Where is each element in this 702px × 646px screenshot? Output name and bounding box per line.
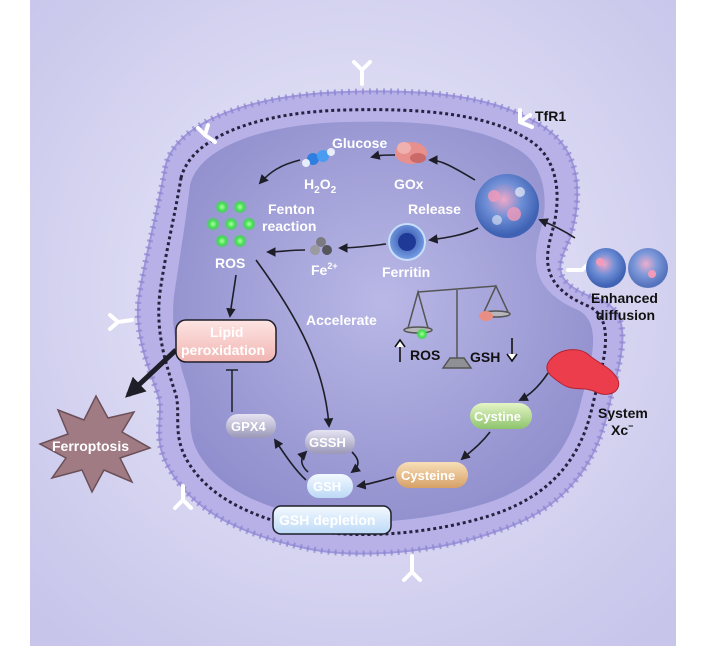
tfr1-label: TfR1: [535, 108, 566, 124]
ros-top-label: ROS: [215, 255, 245, 271]
arrow-gssh-to-gsh: [350, 451, 362, 474]
nanoparticle-icon: [475, 174, 539, 238]
arrow-ferritin-to-fe: [338, 243, 387, 253]
outside-nanoparticle-icon: [586, 248, 668, 288]
ros-cluster-icon: [206, 200, 256, 248]
accelerate-label: Accelerate: [306, 312, 377, 328]
pathway-arrows: [226, 150, 576, 490]
down-arrow-icon: [506, 338, 518, 363]
fe-sup: 2+: [327, 261, 337, 271]
system-label-line2: Xc−: [611, 421, 633, 438]
ferritin-icon: [388, 223, 426, 261]
enhanced-label-line2: diffusion: [596, 307, 655, 323]
gsh-balance-label: GSH: [470, 349, 500, 365]
cystine-pill: [470, 403, 532, 429]
lipid-label-line1: Lipid: [210, 324, 243, 340]
inhibition-line: [226, 369, 238, 412]
arrow-ros-accelerate: [255, 259, 334, 428]
arrow-h2o2-to-ros: [258, 159, 301, 185]
fenton-label-line2: reaction: [262, 218, 316, 234]
lipid-label-line2: peroxidation: [181, 342, 265, 358]
h2o2-sub1: 2: [314, 185, 320, 196]
arrow-gsh-to-gssh: [297, 450, 309, 473]
cystine-label: Cystine: [474, 409, 521, 424]
arrow-cysteine-to-gsh: [356, 476, 395, 490]
gox-label: GOx: [394, 176, 424, 192]
release-label: Release: [408, 201, 461, 217]
enhanced-label-line1: Enhanced: [591, 290, 658, 306]
gpx4-pill: [226, 414, 276, 438]
glucose-label: Glucose: [332, 135, 387, 151]
h2o2-mid: O: [320, 176, 331, 192]
lipid-peroxidation-box: [175, 319, 277, 363]
h2o2-molecule-icon: [302, 148, 335, 167]
arrow-release-to-gox: [428, 155, 476, 181]
fe-label: Fe2+: [311, 261, 338, 278]
gsh-depletion-label: GSH depletion: [279, 512, 375, 528]
gsh-balance-mass: [479, 311, 493, 321]
system-label-line1: System: [598, 405, 648, 421]
ros-balance-dot: [416, 328, 428, 340]
ferritin-label: Ferritin: [382, 264, 430, 280]
gsh-label: GSH: [313, 479, 341, 494]
gox-enzyme-icon: [395, 142, 427, 164]
fenton-label-line1: Fenton: [268, 201, 315, 217]
h2o2-label: H2O2: [304, 176, 337, 196]
cysteine-pill: [396, 462, 468, 488]
arrow-ros-to-lipid: [226, 274, 237, 318]
h2o2-sub2: 2: [331, 185, 337, 196]
system-xc-sup: −: [628, 421, 633, 431]
arrow-gox-to-glucose: [370, 150, 396, 160]
ros-balance-label: ROS: [410, 347, 440, 363]
system-xc-main: Xc: [611, 422, 628, 438]
gsh-depletion-box: [272, 505, 392, 535]
arrow-outside-to-nanoparticle: [538, 218, 576, 239]
arrow-to-ferroptosis: [125, 348, 178, 398]
iron-ions-icon: [310, 237, 332, 255]
h2o2-main: H: [304, 176, 314, 192]
gsh-pill: [307, 474, 353, 498]
arrow-xc-to-cystine: [518, 372, 549, 401]
gpx4-label: GPX4: [231, 419, 266, 434]
ferroptosis-label: Ferroptosis: [52, 438, 129, 454]
tfr1-receptor-icon: [108, 60, 592, 582]
arrow-release-to-ferritin: [428, 227, 479, 244]
fe-main: Fe: [311, 262, 328, 278]
system-xc-transporter: [546, 349, 620, 395]
ferroptosis-star: [38, 394, 152, 494]
membrane-inner-line: [157, 108, 608, 537]
cysteine-label: Cysteine: [401, 468, 455, 483]
gssh-pill: [305, 430, 355, 454]
gssh-label: GSSH: [309, 435, 346, 450]
up-arrow-icon: [394, 338, 406, 362]
arrow-fe-to-ros: [266, 247, 306, 257]
arrow-gsh-to-gpx4: [273, 438, 307, 481]
arrow-cystine-to-cysteine: [460, 431, 491, 461]
